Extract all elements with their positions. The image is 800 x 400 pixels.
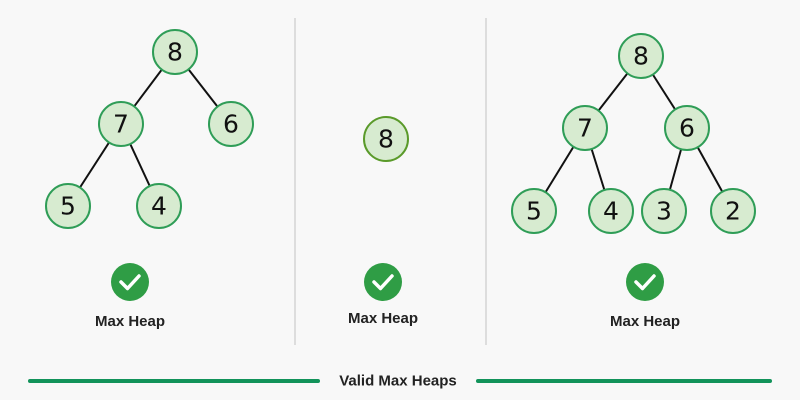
node-value: 8 xyxy=(378,125,394,154)
tree-node: 3 xyxy=(641,188,687,234)
node-value: 5 xyxy=(526,197,542,226)
tree-node: 7 xyxy=(562,105,608,151)
tree-node: 8 xyxy=(152,29,198,75)
tree-node: 4 xyxy=(588,188,634,234)
node-value: 4 xyxy=(603,197,619,226)
tree-node: 6 xyxy=(208,101,254,147)
tree-node: 7 xyxy=(98,101,144,147)
heap-panel-1: 8 7 6 5 4 Max Heap xyxy=(45,29,254,330)
tree-node: 6 xyxy=(664,105,710,151)
tree-node: 5 xyxy=(45,183,91,229)
heap-panel-3: 8 7 6 5 4 3 2 Max Heap xyxy=(511,33,756,330)
node-value: 5 xyxy=(60,192,76,221)
tree-node: 2 xyxy=(710,188,756,234)
tree-node: 8 xyxy=(618,33,664,79)
node-value: 7 xyxy=(577,114,593,143)
node-value: 7 xyxy=(113,110,129,139)
node-value: 3 xyxy=(656,197,672,226)
node-value: 6 xyxy=(223,110,239,139)
heap-panel-2: 8 Max Heap xyxy=(348,116,418,327)
panel-caption: Max Heap xyxy=(348,310,418,327)
panel-caption: Max Heap xyxy=(610,313,680,330)
check-circle-icon xyxy=(626,263,664,301)
footer-label: Valid Max Heaps xyxy=(339,373,457,390)
node-value: 8 xyxy=(167,38,183,67)
check-circle-icon xyxy=(364,263,402,301)
node-value: 4 xyxy=(151,192,167,221)
tree-node: 5 xyxy=(511,188,557,234)
node-value: 8 xyxy=(633,42,649,71)
node-value: 6 xyxy=(679,114,695,143)
check-circle-icon xyxy=(111,263,149,301)
edges xyxy=(67,51,232,207)
tree-node: 8 xyxy=(363,116,409,162)
tree-node: 4 xyxy=(136,183,182,229)
panel-caption: Max Heap xyxy=(95,313,165,330)
footer: Valid Max Heaps xyxy=(28,373,772,390)
node-value: 2 xyxy=(725,197,741,226)
